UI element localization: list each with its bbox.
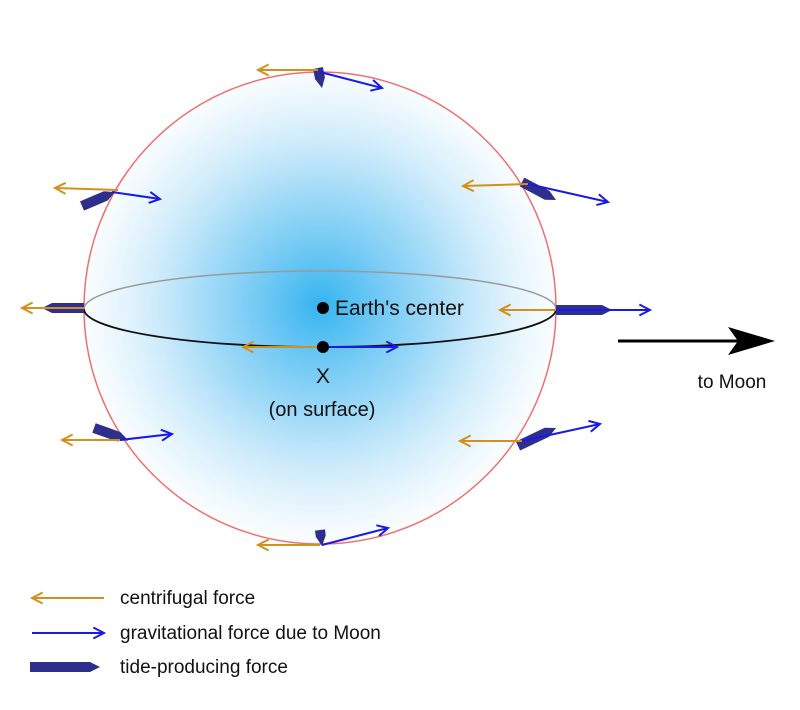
surface-point-dot [317,341,329,353]
force-site-left [19,301,84,315]
centrifugal-arrow-lower-right [457,434,522,448]
gravitational-arrow-upper-right [527,183,611,207]
gravitational-arrow-upper-left [111,191,163,204]
tide-arrow-lower-left [92,423,128,442]
gravitational-arrow-lower-left [119,428,175,442]
force-site-lower-right [457,419,603,451]
gravitational-arrow-bottom [321,524,391,546]
legend-centrifugal-icon [29,591,104,605]
gravitational-arrow-top [319,71,385,92]
centrifugal-arrow-upper-right [460,179,529,193]
gravitational-arrow-lower-right [521,419,603,442]
force-site-top [255,63,385,92]
tide-arrow-upper-left [80,191,115,211]
to-moon-arrow-head [728,327,775,355]
gravitational-arrow-surface [323,340,400,354]
force-site-lower-left [59,423,175,447]
force-site-surface [240,340,400,354]
tide-arrow-bottom [315,529,326,546]
centrifugal-arrow-left [19,301,84,315]
centrifugal-arrow-top [255,63,318,77]
legend: centrifugal force gravitational force du… [29,588,381,678]
on-surface-label: (on surface) [269,399,376,421]
gravitational-arrow-center-right [556,303,653,317]
tide-arrow-lower-right [515,427,556,451]
force-arrows [19,63,653,552]
earth-center-label: Earth's center [335,297,464,320]
equator-back [83,270,557,310]
centrifugal-arrow-lower-left [59,433,128,447]
legend-centrifugal-label: centrifugal force [120,588,255,609]
force-site-center-right [497,303,653,317]
x-mark-label: X [316,365,330,388]
force-site-bottom [255,524,391,552]
centrifugal-arrow-surface [240,340,323,354]
legend-gravitational-label: gravitational force due to Moon [120,623,381,644]
centrifugal-arrow-bottom [255,538,320,552]
legend-tide-label: tide-producing force [120,657,288,678]
centrifugal-arrow-center-right [497,303,556,317]
force-site-upper-left [52,181,163,211]
legend-gravitational-icon [32,626,107,640]
centrifugal-arrow-upper-left [52,181,119,195]
legend-tide-icon [30,662,100,672]
force-site-upper-right [460,177,611,207]
earth-center-dot [317,302,329,314]
to-moon-label: to Moon [698,372,767,393]
